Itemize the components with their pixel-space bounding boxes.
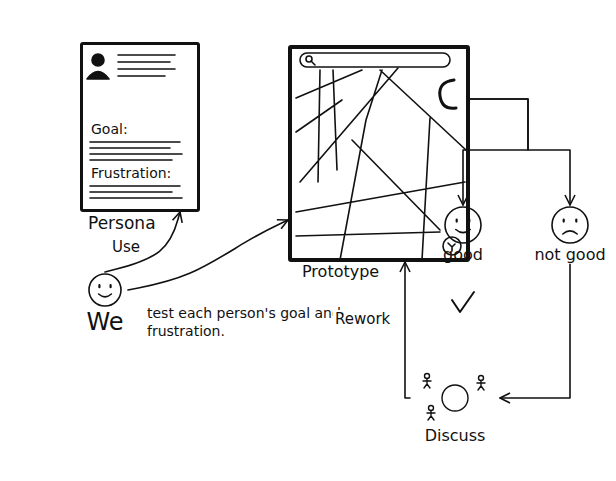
search-icon-handle [311, 61, 315, 65]
connector-arrow [500, 264, 570, 398]
face-mouth [563, 231, 577, 234]
happy-face: good [438, 205, 488, 264]
map-control [440, 80, 456, 108]
face-mouth [456, 230, 470, 233]
check-mark [452, 292, 474, 312]
face-icon [530, 205, 610, 245]
stick-head [479, 376, 484, 381]
persona-card: Goal:Frustration:Persona [80, 42, 200, 212]
edge-label: Use [110, 238, 142, 257]
edge-label: Rework [333, 310, 392, 329]
face-mouth [99, 294, 112, 297]
frustration-lines [90, 186, 182, 198]
face-label: not good [530, 245, 610, 264]
team-face: We [82, 272, 128, 337]
stick-head [429, 406, 434, 411]
map-roads [296, 68, 466, 260]
connector-arrow [405, 262, 410, 398]
connector-arrow [470, 99, 570, 205]
face-outline [552, 207, 588, 243]
stick-body [477, 381, 485, 391]
face-icon [82, 272, 128, 308]
group-label: Discuss [410, 426, 500, 445]
edge-label: test each person's goal and frustration. [145, 305, 344, 340]
face-outline [89, 274, 121, 306]
table-circle [442, 385, 468, 411]
face-eyes [564, 220, 577, 222]
face-icon [438, 205, 488, 245]
prototype-screen: Prototype [288, 45, 470, 262]
node-heading: Persona [88, 213, 156, 233]
search-bar [300, 53, 450, 67]
connector-arrow [463, 99, 528, 205]
stick-body [427, 411, 435, 421]
avatar-body [87, 72, 109, 80]
face-eyes [457, 220, 470, 222]
profile-lines [118, 55, 175, 76]
face-outline [445, 207, 481, 243]
stick-body [423, 379, 431, 389]
node-heading: Prototype [302, 262, 379, 281]
goal-lines [90, 142, 182, 160]
discussion-circle: Discuss [410, 370, 500, 445]
sad-face: not good [530, 205, 610, 264]
face-eyes [99, 285, 110, 287]
field-label: Goal: [91, 121, 128, 138]
face-label: We [82, 308, 128, 337]
face-label: good [438, 245, 488, 264]
stick-head [425, 374, 430, 379]
avatar-head [92, 54, 104, 66]
field-label: Frustration: [91, 165, 171, 182]
group-icon [410, 370, 500, 426]
